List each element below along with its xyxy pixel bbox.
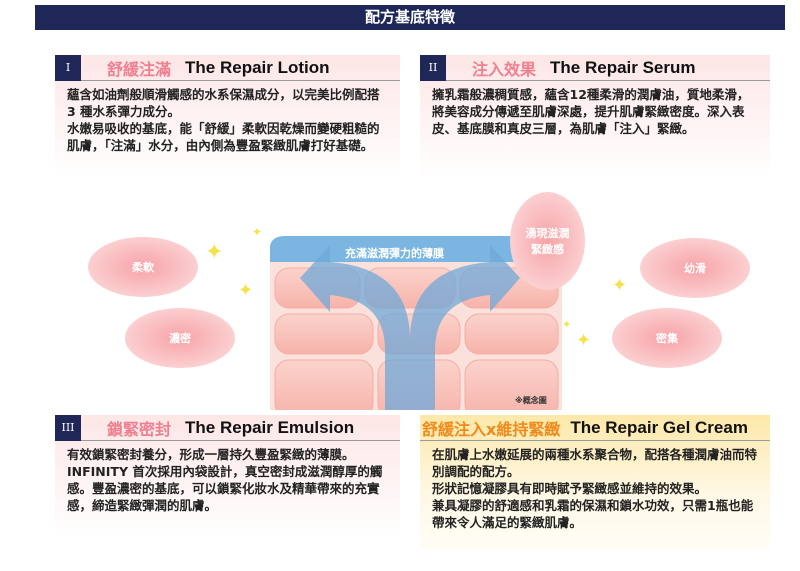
bubble-softness: 柔軟 [88, 237, 198, 297]
sparkle-icon: ✦ [562, 318, 572, 331]
bubble-richness: 濃密 [125, 308, 235, 368]
panel-serum: II 注入效果 The Repair Serum 擁乳霜般濃稠質感，蘊含12種柔滑的… [420, 54, 770, 180]
roman-numeral: I [55, 54, 81, 81]
panel-en-title: The Repair Gel Cream [570, 417, 748, 437]
panel-lotion: I 舒緩注滿 The Repair Lotion 蘊含如油劑般順滑觸感的水系保濕成分… [55, 54, 400, 180]
panel-gel-cream: 舒緩注入x維持緊緻 The Repair Gel Cream 在肌膚上水嫩延展的兩… [420, 415, 770, 550]
sparkle-icon: ✦ [238, 280, 254, 301]
bubble-dense: 密集 [612, 308, 722, 368]
panel-text: 擁乳霜般濃稠質感，蘊含12種柔滑的潤膚油，質地柔滑，將美容成分傳遞至肌膚深處，提… [432, 87, 750, 136]
panel-en-title: The Repair Serum [550, 57, 696, 77]
panel-text: 形狀記憶凝膠具有即時賦予緊緻感並維持的效果。 [432, 481, 708, 496]
bubble-smooth: 幼滑 [640, 238, 750, 298]
bubble-firmness: 湧現滋潤緊緻感 [510, 192, 585, 290]
panel-text: 兼具凝膠的舒適感和乳霜的保濕和鎖水功效，只需1瓶也能帶來令人滿足的緊緻肌膚。 [432, 498, 754, 530]
skin-diagram: 充滿滋潤彈力的薄膜 柔軟 濃密 湧現滋潤緊緻感 幼滑 密集 ✦ ✦ ✦ ✦ ✦ … [0, 190, 800, 410]
page-title: 配方基底特徵 [35, 5, 785, 30]
panel-en-title: The Repair Emulsion [185, 417, 355, 437]
panel-text: 在肌膚上水嫩延展的兩種水系聚合物，配搭各種潤膚油而特別調配的配方。 [432, 447, 758, 479]
roman-numeral: III [55, 414, 81, 441]
panel-text: 蘊含如油劑般順滑觸感的水系保濕成分，以完美比例配搭 3 種水系彈力成分。 [67, 87, 380, 119]
panel-zh-title: 舒緩注入x維持緊緻 [422, 419, 561, 439]
panel-zh-title: 注入效果 [472, 59, 537, 79]
skin-illustration [270, 236, 562, 410]
panel-zh-title: 舒緩注滿 [107, 59, 172, 79]
panel-emulsion: III 鎖緊密封 The Repair Emulsion 有效鎖緊密封養分，形成一層… [55, 414, 400, 540]
panel-zh-title: 鎖緊密封 [107, 419, 172, 439]
panel-text: 水嫩易吸收的基底，能「舒緩」柔軟因乾燥而變硬粗糙的肌膚，「注滿」水分，由內側為豐… [67, 121, 380, 153]
sparkle-icon: ✦ [612, 275, 628, 296]
film-label: 充滿滋潤彈力的薄膜 [345, 247, 444, 260]
panel-en-title: The Repair Lotion [185, 57, 330, 77]
roman-numeral: II [420, 54, 446, 81]
sparkle-icon: ✦ [576, 330, 592, 351]
sparkle-icon: ✦ [205, 240, 224, 265]
panel-text: 有效鎖緊密封養分，形成一層持久豐盈緊緻的薄膜。INFINITY 首次採用內袋設計… [67, 447, 383, 513]
sparkle-icon: ✦ [252, 225, 263, 239]
concept-note: ※概念圖 [515, 396, 547, 405]
